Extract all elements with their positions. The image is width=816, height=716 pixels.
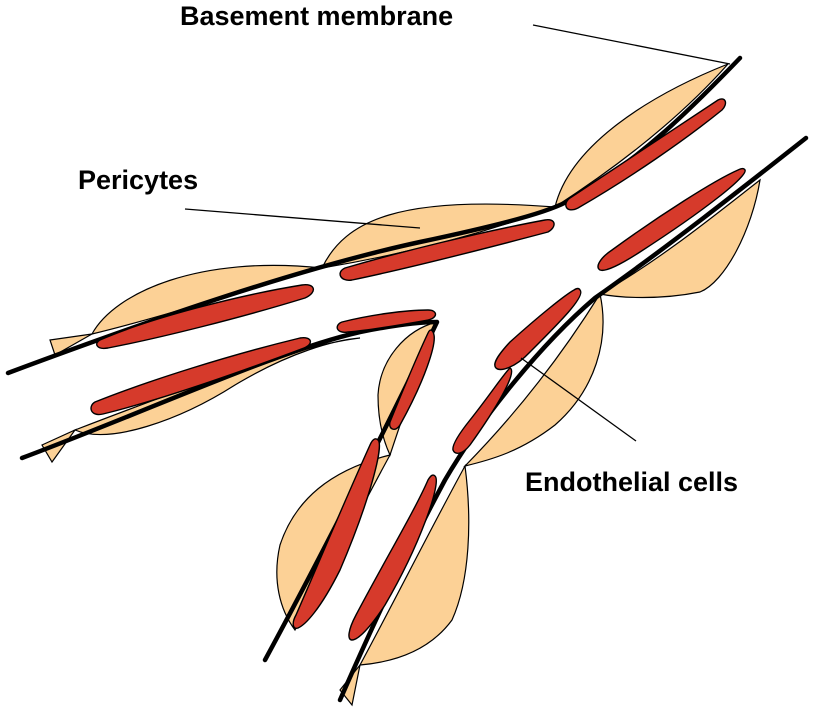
endothelial-cell (494, 287, 582, 371)
endothelial-cell (452, 367, 513, 454)
pericyte (358, 464, 470, 666)
endothelial-cell (292, 438, 381, 629)
leader-lines (184, 24, 731, 442)
endothelial-cells-layer (90, 98, 746, 641)
endothelial-cells-leader (520, 357, 637, 442)
pericyte (554, 63, 729, 209)
endothelial-cell (388, 329, 435, 430)
endothelial-cell (96, 284, 314, 350)
endothelial-cell (339, 219, 555, 281)
pericyte (49, 333, 93, 356)
basement-membrane-label: Basement membrane (180, 1, 453, 31)
endothelial-cells-label: Endothelial cells (525, 467, 738, 497)
basement-membrane-leader (532, 24, 731, 65)
pericyte (339, 664, 361, 707)
pericytes-leader (184, 208, 421, 229)
basement-membrane-line (5, 55, 743, 376)
endothelial-cell (597, 167, 746, 272)
pericyte (463, 292, 604, 468)
endothelial-cell (90, 336, 311, 416)
pericyte (598, 178, 761, 299)
endothelial-cell (348, 474, 437, 641)
pericytes-label: Pericytes (78, 165, 198, 195)
endothelial-cell (336, 309, 437, 333)
endothelial-cell (565, 98, 727, 211)
